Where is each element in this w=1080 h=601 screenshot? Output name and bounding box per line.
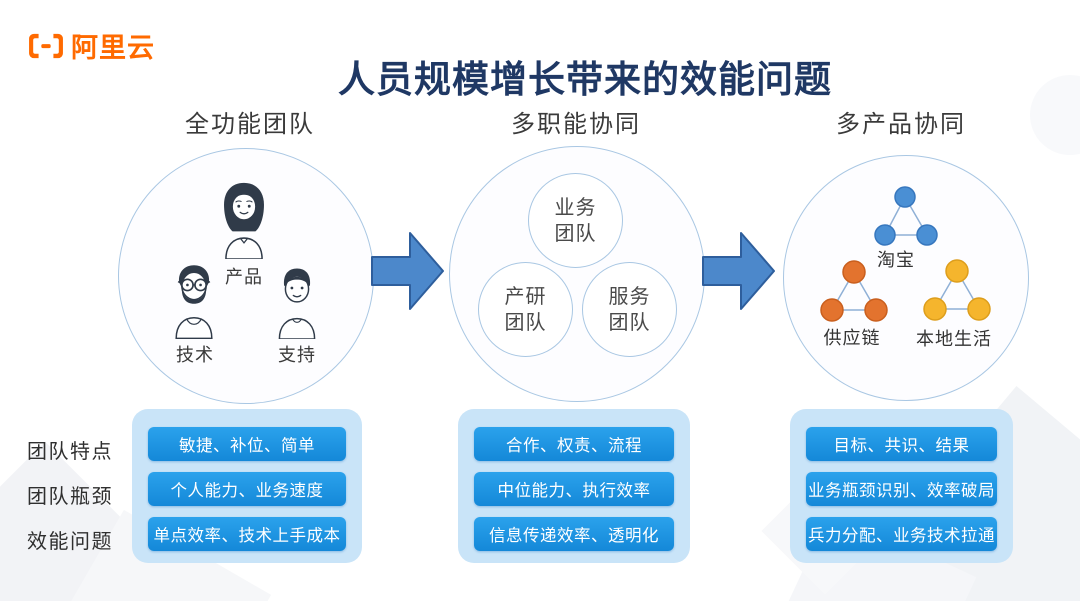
column-header-multi-function: 多职能协同 [511,111,641,138]
member-label-tech: 技术 [176,345,214,365]
network-node [894,186,916,208]
product-label-local-life: 本地生活 [916,329,992,349]
pill-traits-col1: 敏捷、补位、简单 [148,427,346,461]
alibaba-cloud-logo: 阿里云 [28,26,155,65]
product-label-taobao: 淘宝 [877,250,915,270]
service-team-circle: 服务 团队 [582,262,677,357]
product-woman-avatar [224,182,264,259]
row-label-efficiency-problem: 效能问题 [27,531,113,553]
panel-multi-product: 目标、共识、结果 业务瓶颈识别、效率破局 兵力分配、业务技术拉通 [790,409,1013,563]
pill-bottleneck-col1: 个人能力、业务速度 [148,472,346,506]
right-arrow-shape [371,232,444,310]
right-arrow-shape [702,232,775,310]
logo-brand-text: 阿里云 [71,33,155,63]
support-man-avatar [278,268,316,339]
pill-bottleneck-col2: 中位能力、执行效率 [474,472,674,506]
product-label-supply-chain: 供应链 [823,328,881,348]
taobao-network-icon [874,186,938,246]
pill-traits-col3: 目标、共识、结果 [806,427,997,461]
panel-multi-function: 合作、权责、流程 中位能力、执行效率 信息传递效率、透明化 [458,409,690,563]
local-life-network-icon [923,259,991,321]
network-node [916,224,938,246]
row-label-team-traits: 团队特点 [27,441,113,463]
product-rnd-team-line1: 产研 [504,285,547,308]
member-label-support: 支持 [278,345,316,365]
column-header-full-function-team: 全功能团队 [185,111,315,138]
right-arrow-icon [371,232,444,310]
business-team-line1: 业务 [554,196,597,219]
product-rnd-team-circle: 产研 团队 [478,262,573,357]
business-team-circle: 业务 团队 [528,173,623,268]
service-team-line2: 团队 [608,311,651,334]
column-header-multi-product: 多产品协同 [836,111,966,138]
multi-product-circle: 淘宝 供应链 本地生活 [783,155,1029,401]
row-label-team-bottleneck: 团队瓶颈 [27,486,113,508]
right-arrow-icon [702,232,775,310]
supply-chain-network-icon [820,260,888,322]
service-team-line1: 服务 [608,285,651,308]
product-rnd-team-line2: 团队 [504,311,547,334]
network-node [874,224,896,246]
pill-problem-col3: 兵力分配、业务技术拉通 [806,517,997,551]
network-node [923,297,947,321]
network-node [967,297,991,321]
network-node [864,298,888,322]
tech-engineer-avatar [175,265,213,339]
network-node [945,259,969,283]
business-team-line2: 团队 [554,222,597,245]
page-title: 人员规模增长带来的效能问题 [338,58,832,100]
network-node [820,298,844,322]
alibaba-cloud-bracket-icon [29,33,63,58]
pill-problem-col1: 单点效率、技术上手成本 [148,517,346,551]
full-function-team-circle: 产品 技术 [118,148,374,404]
member-label-product: 产品 [225,267,263,287]
network-node [842,260,866,284]
multi-function-circle: 业务 团队 产研 团队 服务 团队 [449,146,705,402]
pill-problem-col2: 信息传递效率、透明化 [474,517,674,551]
panel-full-function-team: 敏捷、补位、简单 个人能力、业务速度 单点效率、技术上手成本 [132,409,362,563]
pill-traits-col2: 合作、权责、流程 [474,427,674,461]
pill-bottleneck-col3: 业务瓶颈识别、效率破局 [806,472,997,506]
